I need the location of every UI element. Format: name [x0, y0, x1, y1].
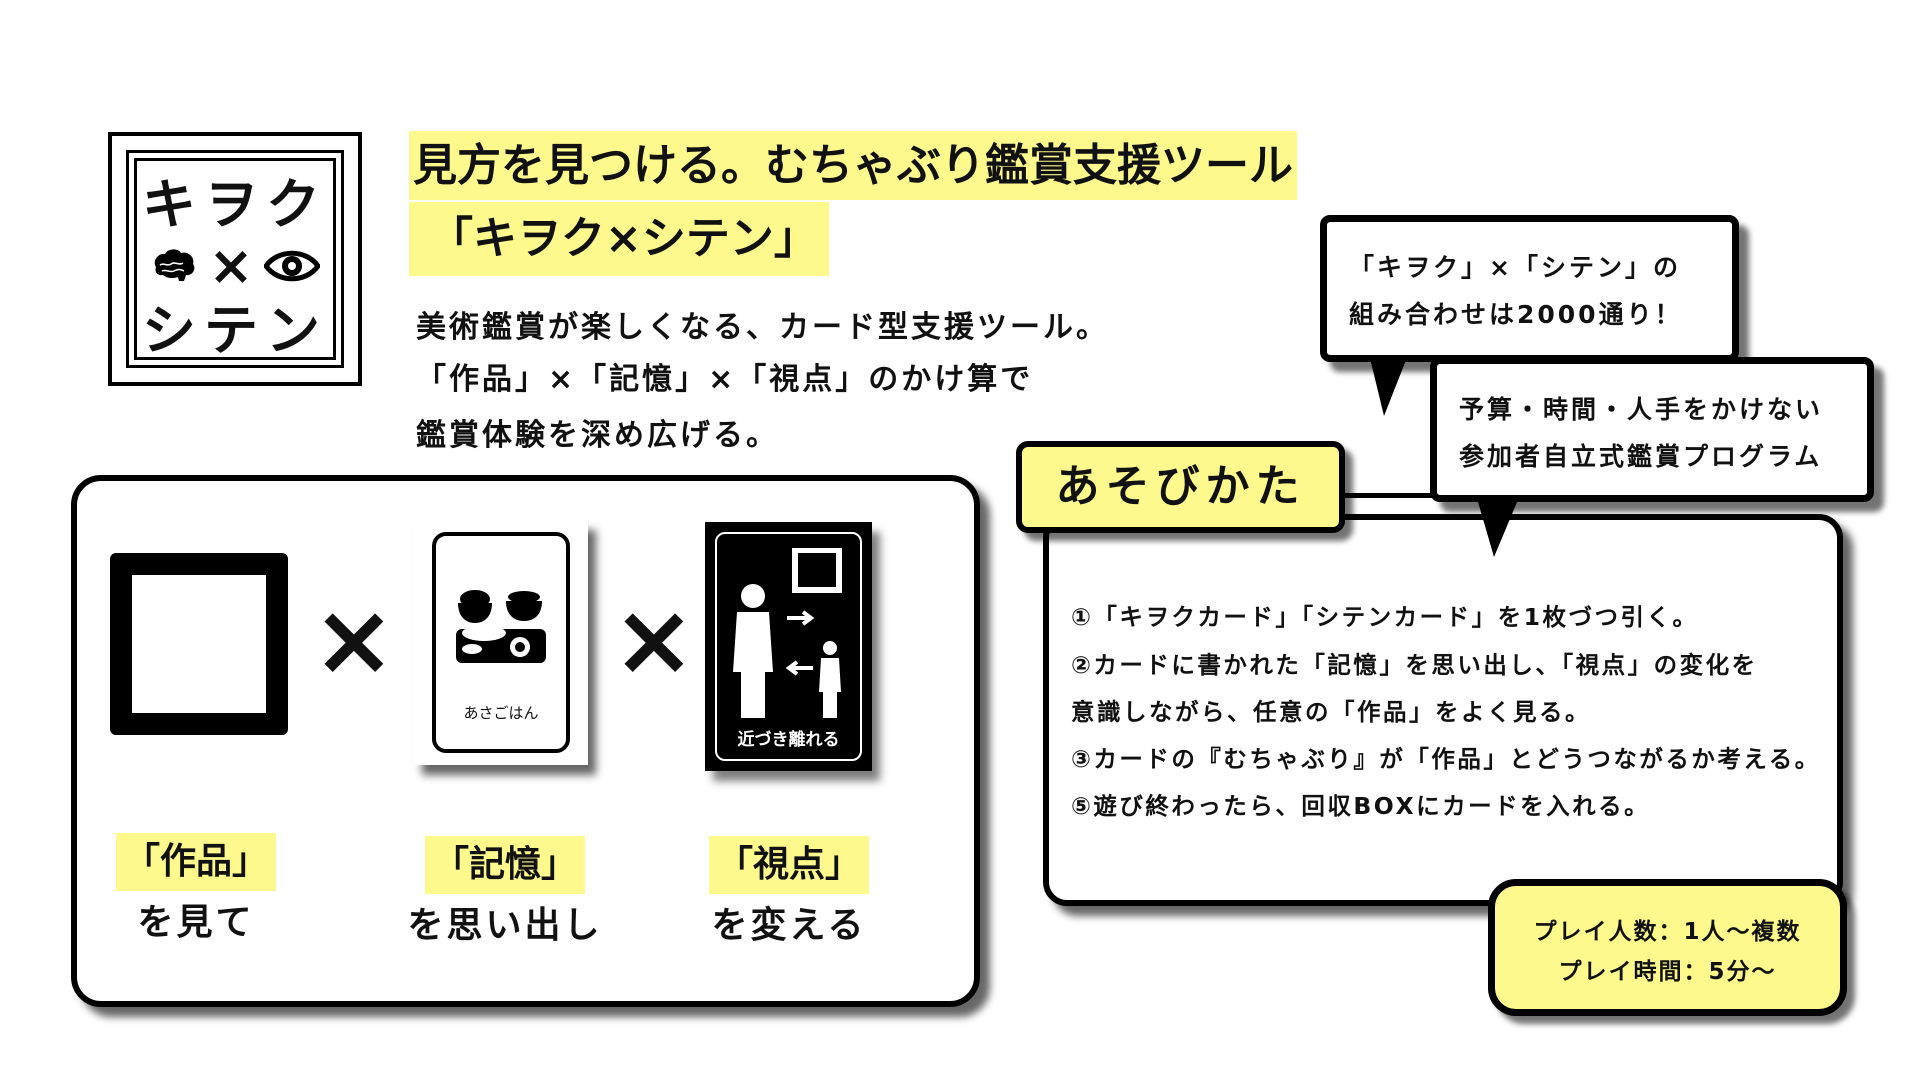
- speech-bubble-combinations: 「キヲク」×「シテン」の 組み合わせは2000通り！: [1320, 215, 1739, 362]
- rule-line: 意識しながら、任意の「作品」をよく見る。: [1071, 698, 1591, 726]
- play-time: プレイ時間：5分〜: [1558, 959, 1777, 985]
- description-line: 鑑賞体験を深め広げる。: [416, 418, 779, 453]
- multiply-sign: ×: [312, 581, 396, 698]
- play-info-box: プレイ人数：1人〜複数 プレイ時間：5分〜: [1488, 879, 1847, 1016]
- label-viewpoint: 「視点」: [709, 836, 869, 894]
- speech-tail-2: [1476, 495, 1520, 557]
- caption-viewpoint: を変える: [711, 905, 867, 946]
- caption-artwork: を見て: [137, 902, 255, 943]
- memory-card-text: あさごはん: [463, 704, 539, 722]
- logo-cross: ×: [208, 234, 254, 297]
- picture-frame-icon: [110, 553, 288, 735]
- description-line: 「作品」×「記憶」×「視点」のかけ算で: [416, 362, 1034, 397]
- logo-line3: シテン: [142, 299, 328, 362]
- label-artwork: 「作品」: [116, 833, 276, 891]
- bubble-line: 「キヲク」×「シテン」の: [1349, 253, 1681, 282]
- rules-panel: [1043, 514, 1843, 906]
- page-title-line2: 「キヲク×シテン」: [409, 202, 829, 276]
- logo: キヲク × シテン: [108, 132, 362, 386]
- speech-tail-1: [1368, 350, 1410, 416]
- player-count: プレイ人数：1人〜複数: [1533, 919, 1802, 945]
- bubble-line: 予算・時間・人手をかけない: [1459, 395, 1824, 424]
- breakfast-icon: [456, 590, 546, 663]
- eye-icon: [263, 250, 320, 282]
- caption-memory: を思い出し: [407, 905, 603, 946]
- bubble-line: 参加者自立式鑑賞プログラム: [1459, 442, 1823, 471]
- logo-line1: キヲク: [142, 173, 328, 236]
- multiply-sign: ×: [612, 581, 696, 698]
- speech-bubble-program: 予算・時間・人手をかけない 参加者自立式鑑賞プログラム: [1430, 357, 1874, 502]
- viewpoint-card: 近づき離れる: [705, 522, 872, 771]
- approach-retreat-icon: [733, 548, 842, 718]
- brain-icon: [155, 249, 195, 281]
- page-title-line1: 見方を見つける。むちゃぶり鑑賞支援ツール: [409, 131, 1297, 200]
- rule-line: ⑤遊び終わったら、回収BOXにカードを入れる。: [1071, 792, 1651, 820]
- connector-line: [1340, 493, 1435, 498]
- rule-line: ②カードに書かれた「記憶」を思い出し、「視点」の変化を: [1071, 651, 1758, 679]
- howto-title: あそびかた: [1016, 441, 1345, 533]
- description-line: 美術鑑賞が楽しくなる、カード型支援ツール。: [416, 310, 1109, 345]
- rule-line: ③カードの『むちゃぶり』が「作品」とどうつながるか考える。: [1071, 745, 1821, 773]
- rule-line: ①「キヲクカード」「シテンカード」を1枚づつ引く。: [1071, 603, 1699, 631]
- label-memory: 「記憶」: [425, 836, 585, 894]
- memory-card: あさごはん: [414, 520, 588, 765]
- bubble-line: 組み合わせは2000通り！: [1349, 300, 1683, 329]
- viewpoint-card-text: 近づき離れる: [737, 730, 840, 750]
